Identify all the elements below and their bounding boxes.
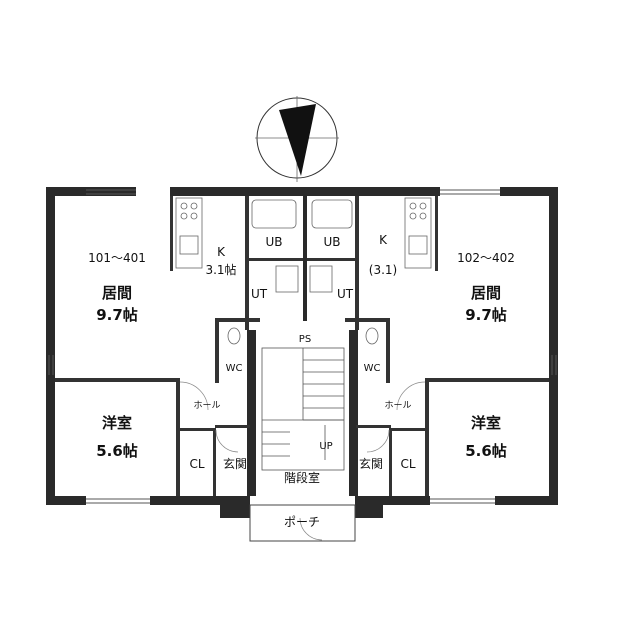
north-arrow-icon	[255, 96, 339, 182]
unit-right-utility: UT	[337, 287, 354, 301]
unit-left-closet: CL	[189, 457, 204, 471]
unit-left-kitchen-name: K	[217, 245, 226, 259]
interior-walls	[55, 196, 549, 496]
unit-right-bath: UB	[323, 235, 340, 249]
unit-right-kitchen-name: K	[379, 233, 388, 247]
stairwell-label: 階段室	[284, 470, 320, 485]
unit-right-living-area: 9.7帖	[465, 306, 507, 324]
unit-right-range: 102～402	[457, 251, 515, 265]
unit-right-closet: CL	[400, 457, 415, 471]
pipe-space-label: PS	[299, 334, 311, 345]
unit-left-living-name: 居間	[102, 284, 132, 302]
porch-label: ポーチ	[284, 515, 320, 529]
unit-left-western-name: 洋室	[102, 414, 132, 432]
stair-treads	[261, 347, 345, 471]
fixtures	[175, 197, 432, 345]
unit-left-hall: ホール	[193, 400, 220, 411]
porch-outline	[249, 504, 356, 542]
unit-left-bath: UB	[265, 235, 282, 249]
door-swings	[179, 381, 426, 541]
unit-right-toilet: WC	[364, 363, 381, 374]
unit-right-kitchen-area: (3.1)	[369, 263, 397, 277]
unit-right-hall: ホール	[384, 400, 411, 411]
unit-right-western-name: 洋室	[471, 414, 501, 432]
stair-up-label: UP	[319, 441, 332, 452]
unit-left-range: 101～401	[88, 251, 146, 265]
unit-left-utility: UT	[251, 287, 268, 301]
unit-left-western-area: 5.6帖	[96, 442, 138, 460]
unit-right-western-area: 5.6帖	[465, 442, 507, 460]
unit-left-entrance: 玄関	[223, 456, 247, 471]
outer-walls	[46, 187, 558, 518]
unit-right-entrance: 玄関	[359, 456, 383, 471]
windows	[48, 189, 557, 504]
unit-right-living-name: 居間	[471, 284, 501, 302]
unit-left-living-area: 9.7帖	[96, 306, 138, 324]
unit-left-toilet: WC	[226, 363, 243, 374]
unit-left-kitchen-area: 3.1帖	[205, 262, 236, 277]
